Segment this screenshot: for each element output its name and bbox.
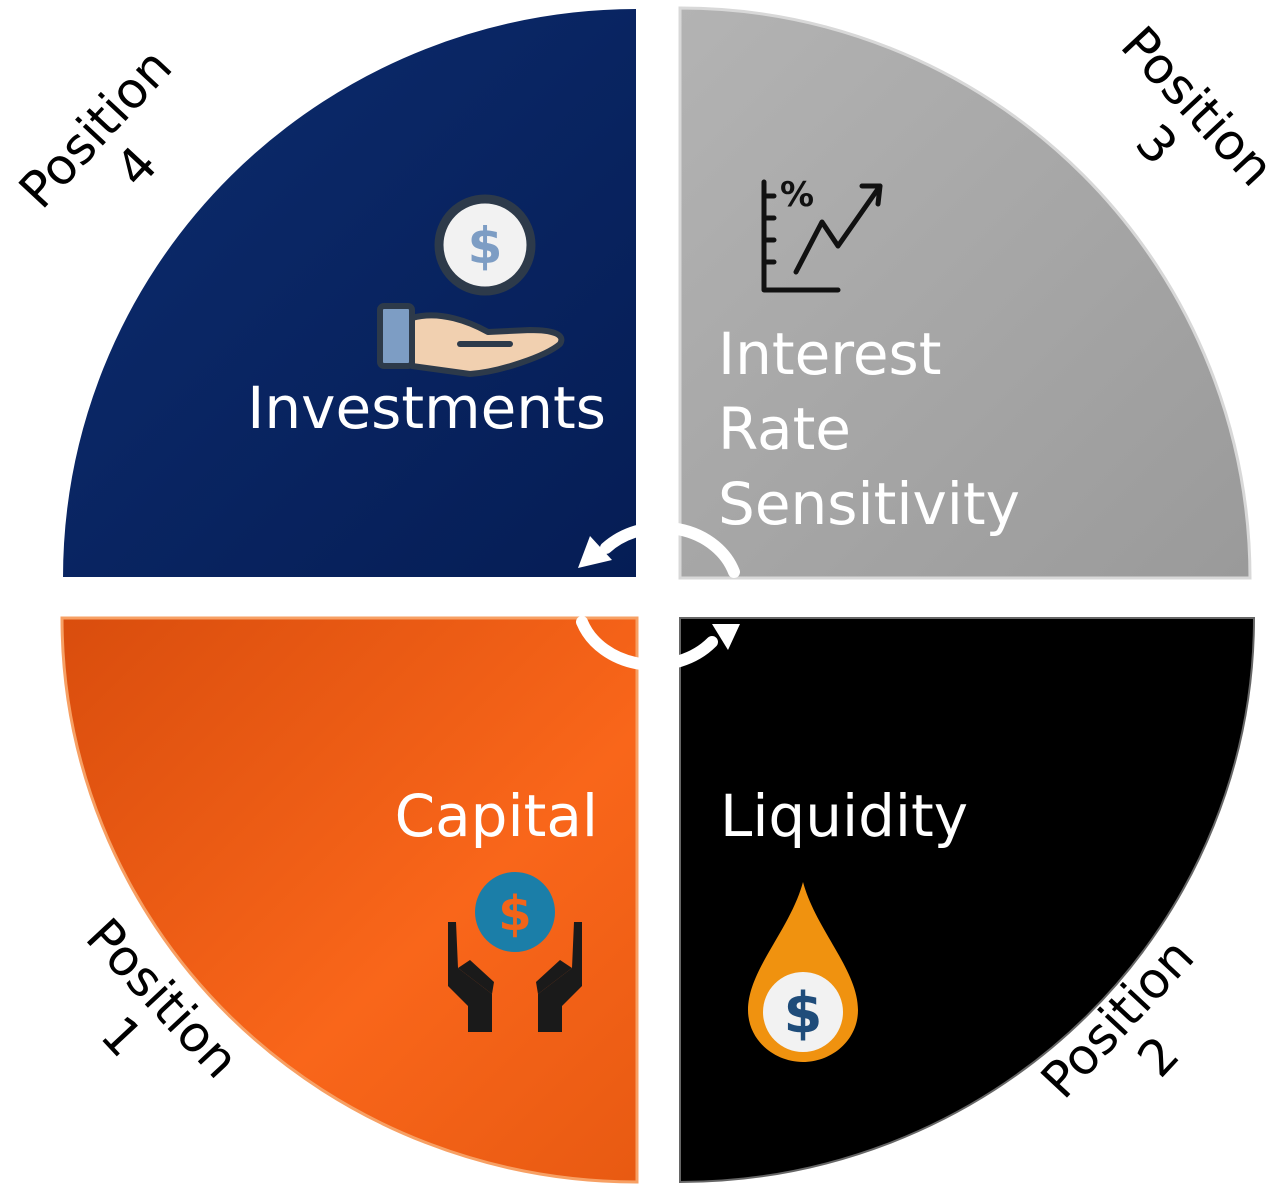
dollar-drop-icon: $ — [748, 882, 858, 1062]
svg-text:Position: Position — [1110, 15, 1285, 197]
investments-quadrant — [60, 6, 638, 579]
capital-quadrant — [60, 616, 639, 1184]
hands-holding-dollar-coin-icon: $ — [448, 872, 582, 1032]
svg-text:$: $ — [498, 886, 531, 942]
svg-text:Position: Position — [8, 37, 183, 219]
percent-symbol: % — [780, 175, 814, 215]
cycle-arrow-head-bottom — [712, 624, 740, 650]
percent-trend-chart-icon — [761, 179, 883, 293]
interest-label-line1: Interest — [718, 320, 942, 388]
capital-label: Capital — [395, 782, 598, 850]
investments-label: Investments — [247, 374, 606, 442]
svg-text:$: $ — [784, 981, 823, 1046]
liquidity-quadrant — [679, 617, 1256, 1184]
interest-label-line2: Rate — [718, 395, 851, 463]
money-in-hand-icon: $ — [377, 194, 565, 377]
interest-label-line3: Sensitivity — [718, 470, 1020, 538]
liquidity-label: Liquidity — [720, 782, 968, 850]
cycle-arrows-icon — [576, 521, 740, 671]
cycle-arrow-head-top — [578, 536, 612, 568]
interest-rate-quadrant — [678, 6, 1252, 580]
svg-text:$: $ — [468, 217, 503, 275]
